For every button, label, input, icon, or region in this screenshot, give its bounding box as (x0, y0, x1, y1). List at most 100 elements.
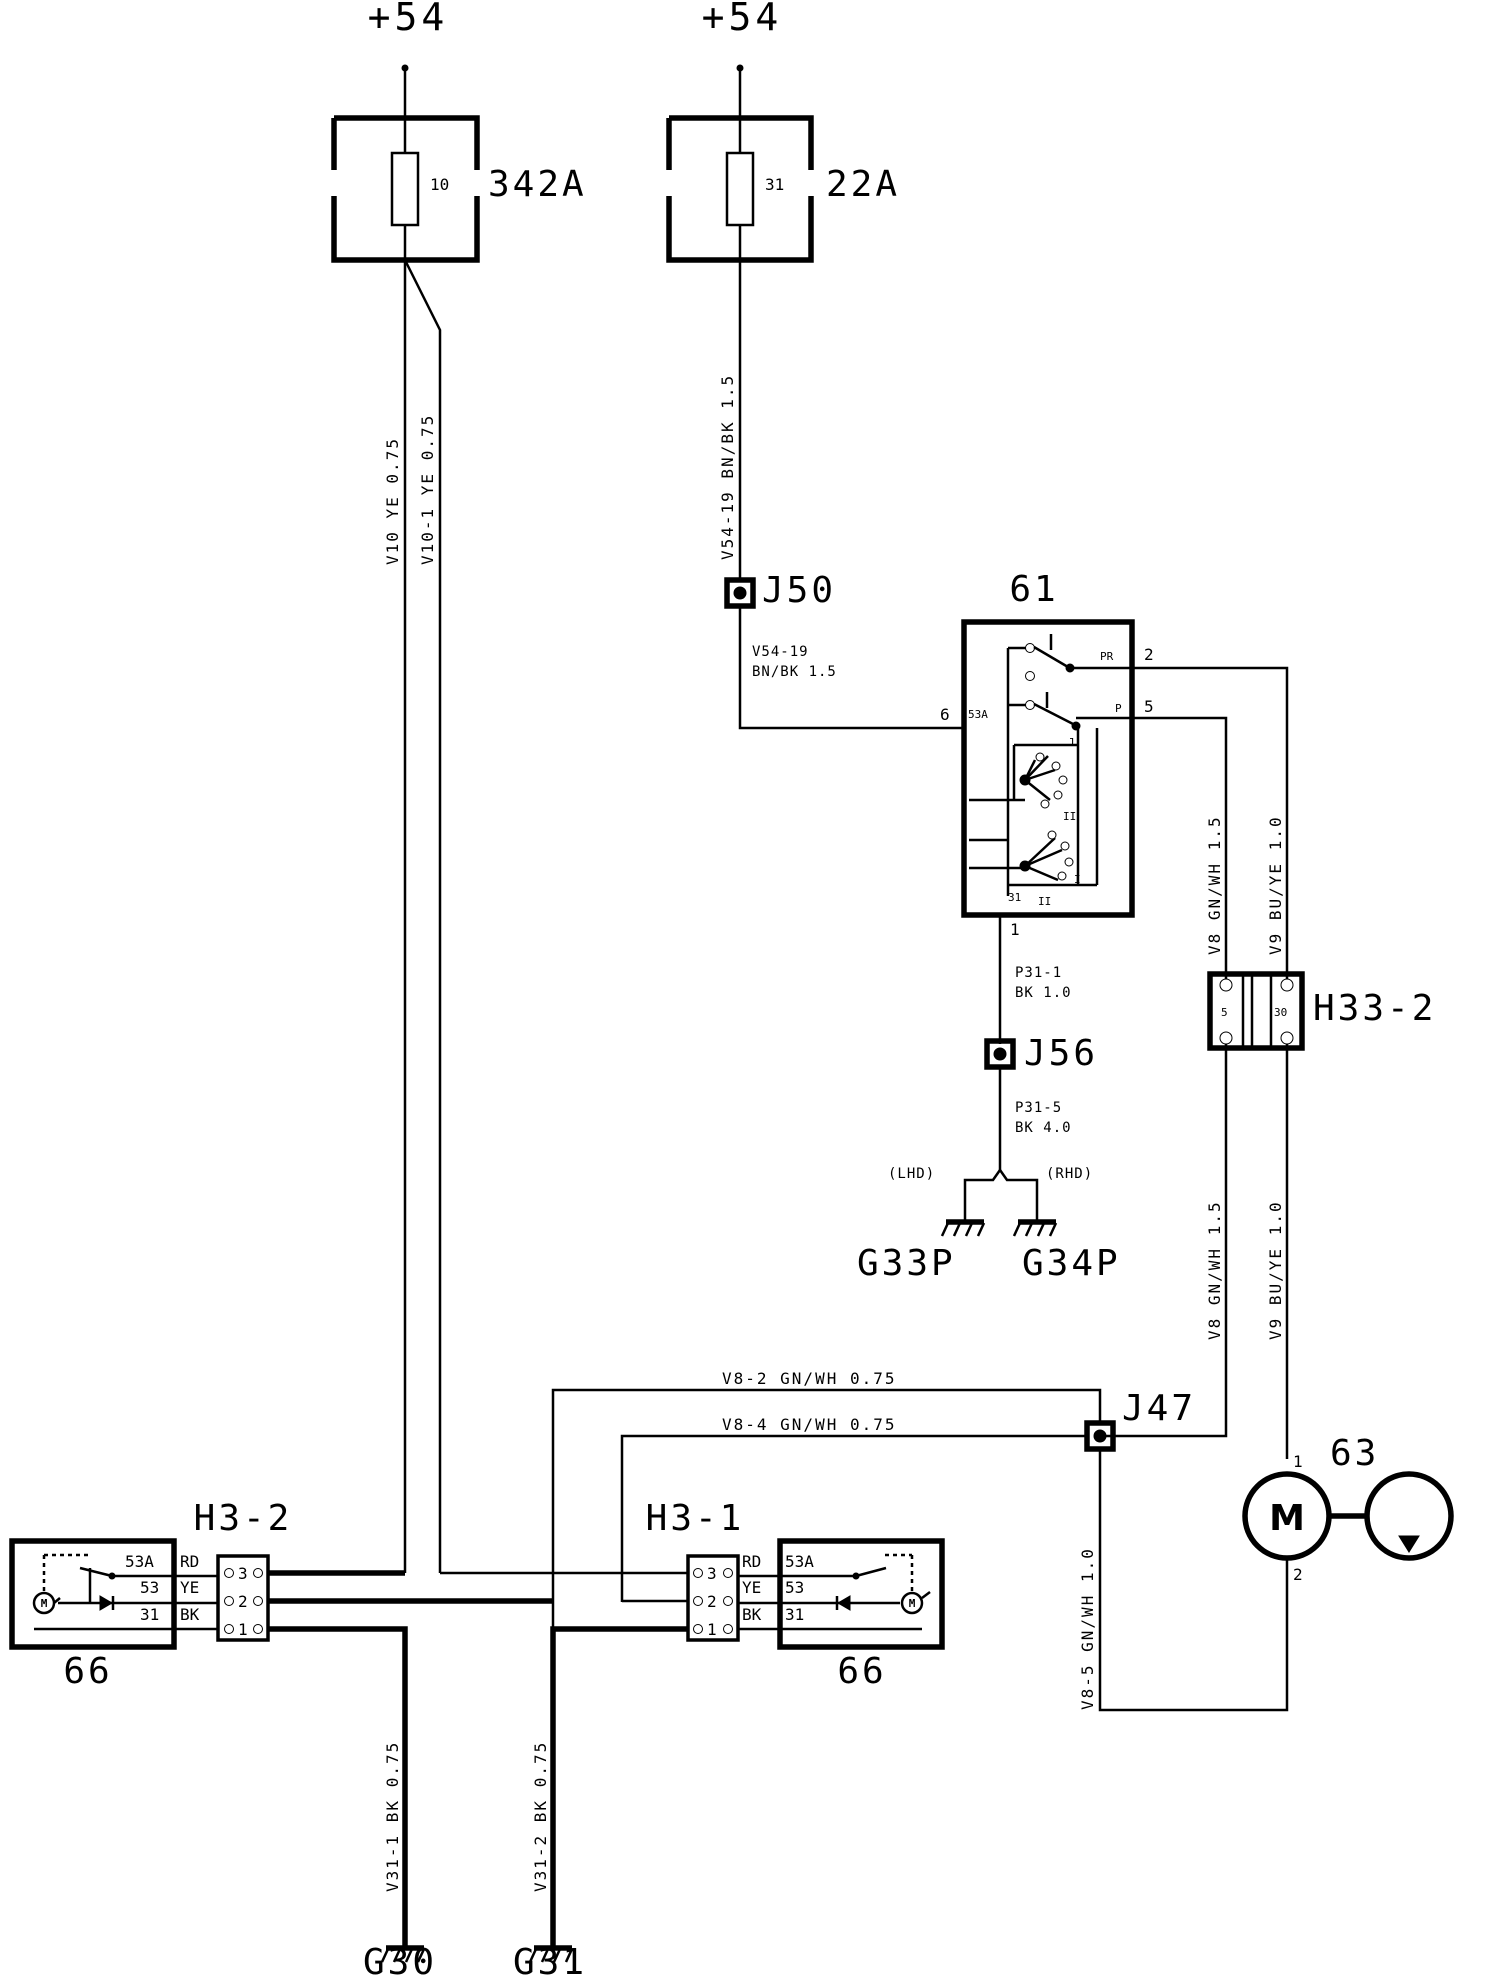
switch-61: PR P 53A J II I 31 II (961, 619, 1135, 918)
wire-label-v9-lower: V9 BU/YE 1.0 (1266, 1200, 1285, 1340)
fuse-number-right: 31 (765, 175, 784, 194)
ground-label-g33p: G33P (857, 1243, 956, 1284)
ground-label-rhd: (RHD) (1046, 1166, 1093, 1182)
motor-right-terminal-53: 53 (785, 1578, 804, 1597)
supply-label-right: +54 (702, 0, 783, 39)
switch-pin-p: P (1115, 702, 1122, 715)
ground-label-lhd: (LHD) (888, 1166, 935, 1182)
wire-v31-2 (550, 1626, 688, 1948)
fuse-box-right: 31 (666, 115, 814, 263)
wire-v8-4 (620, 1434, 1087, 1602)
wire-label-v31-1: V31-1 BK 0.75 (383, 1741, 402, 1892)
fuse-rating-left: 342A (488, 164, 587, 205)
wire-label-v8-lower: V8 GN/WH 1.5 (1205, 1200, 1224, 1340)
junction-j56 (984, 1038, 1016, 1070)
wire-label-v31-2: V31-2 BK 0.75 (531, 1741, 550, 1892)
ground-label-g34p: G34P (1022, 1243, 1121, 1284)
connector-h33-2: 5 30 (1207, 971, 1305, 1051)
wire-label-v8-upper: V8 GN/WH 1.5 (1205, 815, 1224, 955)
ground-symbol-g30 (380, 1945, 426, 1963)
h33-2-pin-30: 30 (1274, 1006, 1287, 1019)
svg-text:M: M (41, 1597, 48, 1610)
connector-h3-1: 3 2 1 (686, 1554, 740, 1642)
switch-contact-0 (1025, 671, 1035, 681)
ground-symbol-g31 (528, 1945, 574, 1963)
h33-2-pin-5: 5 (1221, 1006, 1228, 1019)
switch-pin-6: 6 (940, 705, 950, 724)
supply-label-left: +54 (368, 0, 449, 39)
wire-label-p31-1-name: P31-1 (1015, 965, 1062, 981)
wire-label-v9-upper: V9 BU/YE 1.0 (1266, 815, 1285, 955)
connector-h3-2: 3 2 1 (216, 1554, 270, 1642)
motor-left-color-bk: BK (180, 1605, 200, 1624)
pump-motor-symbol: M (1269, 1498, 1305, 1539)
connector-label-h3-1: H3-1 (646, 1498, 745, 1539)
wire-v31-1 (268, 1626, 408, 1948)
wire-v54-19-to-switch (738, 606, 964, 730)
wire-label-v8-2: V8-2 GN/WH 0.75 (722, 1369, 897, 1388)
wire-label-v10-1: V10-1 YE 0.75 (418, 414, 437, 565)
motor-left-color-rd: RD (180, 1552, 199, 1571)
ground-label-g30: G30 (363, 1942, 437, 1978)
wire-label-v8-4: V8-4 GN/WH 0.75 (722, 1415, 897, 1434)
wiper-motor-66-right: M 53A 53 31 (738, 1538, 945, 1650)
motor-right-terminal-53a: 53A (785, 1552, 814, 1571)
switch-pin-31-internal: 31 (1008, 891, 1021, 904)
wire-v8-upper (1132, 716, 1228, 982)
fuse-box-left: 10 (331, 115, 480, 263)
motor-left-terminal-53: 53 (140, 1578, 159, 1597)
pump-pin-2: 2 (1293, 1565, 1303, 1584)
wire-label-v8-5: V8-5 GN/WH 1.0 (1078, 1547, 1097, 1710)
switch-61-housing (961, 619, 1135, 918)
wire-ground-split (963, 1169, 1039, 1222)
motor-right-color-ye: YE (742, 1578, 761, 1597)
wire-label-v10: V10 YE 0.75 (383, 437, 402, 565)
pump-63: M (1242, 1471, 1454, 1561)
motor-left-color-ye: YE (180, 1578, 199, 1597)
fuse-number-left: 10 (430, 175, 449, 194)
switch-pos-j-upper: J (1068, 736, 1075, 749)
wire-v9-upper (1132, 666, 1289, 982)
switch-pos-ii-upper: II (1063, 810, 1076, 823)
wire-label-v54-19-name: V54-19 (752, 644, 809, 660)
fuse-element-left (390, 151, 420, 227)
switch-pin-1: 1 (1010, 920, 1020, 939)
wiper-motor-66-left: M 53A 53 31 (9, 1538, 218, 1650)
h3-2-pin-3: 3 (238, 1564, 248, 1583)
switch-pin-2: 2 (1144, 645, 1154, 664)
h3-1-pin-3: 3 (707, 1564, 717, 1583)
connector-label-h3-2: H3-2 (194, 1498, 293, 1539)
motor-left-terminal-53a: 53A (125, 1552, 154, 1571)
switch-pos-i-lower: I (1074, 873, 1081, 886)
junction-label-j56: J56 (1024, 1033, 1098, 1074)
switch-pos-ii-lower: II (1038, 895, 1051, 908)
motor-left-terminal-31: 31 (140, 1605, 159, 1624)
h3-1-pin-1: 1 (707, 1620, 717, 1639)
wire-label-p31-1-spec: BK 1.0 (1015, 985, 1072, 1001)
motor-right-color-bk: BK (742, 1605, 762, 1624)
ground-symbol-g33p (940, 1219, 986, 1237)
wire-v8-5 (1098, 1448, 1289, 1712)
motor-right-terminal-31: 31 (785, 1605, 804, 1624)
switch-pin-5: 5 (1144, 697, 1154, 716)
wire-label-p31-5-name: P31-5 (1015, 1100, 1062, 1116)
ground-symbol-g34p (1012, 1219, 1058, 1237)
pump-unit (1364, 1471, 1454, 1561)
wire-label-p31-5-spec: BK 4.0 (1015, 1120, 1072, 1136)
wire-v10-1 (403, 259, 442, 1573)
motor-label-66-right: 66 (837, 1651, 886, 1692)
switch-pin-pr: PR (1100, 650, 1114, 663)
ground-label-g31: G31 (513, 1942, 587, 1978)
wire-label-v54-19-vertical: V54-19 BN/BK 1.5 (718, 374, 737, 560)
pump-pin-1: 1 (1293, 1452, 1303, 1471)
fuse-rating-right: 22A (826, 164, 900, 205)
junction-label-j50: J50 (762, 570, 836, 611)
wire-v8-lower (1096, 1044, 1228, 1438)
h3-1-pin-2: 2 (707, 1592, 717, 1611)
motor-right-color-rd: RD (742, 1552, 761, 1571)
wire-v8-2 (551, 1388, 1102, 1573)
h3-2-pin-1: 1 (238, 1620, 248, 1639)
svg-text:M: M (909, 1597, 916, 1610)
fuse-element-right (725, 151, 755, 227)
